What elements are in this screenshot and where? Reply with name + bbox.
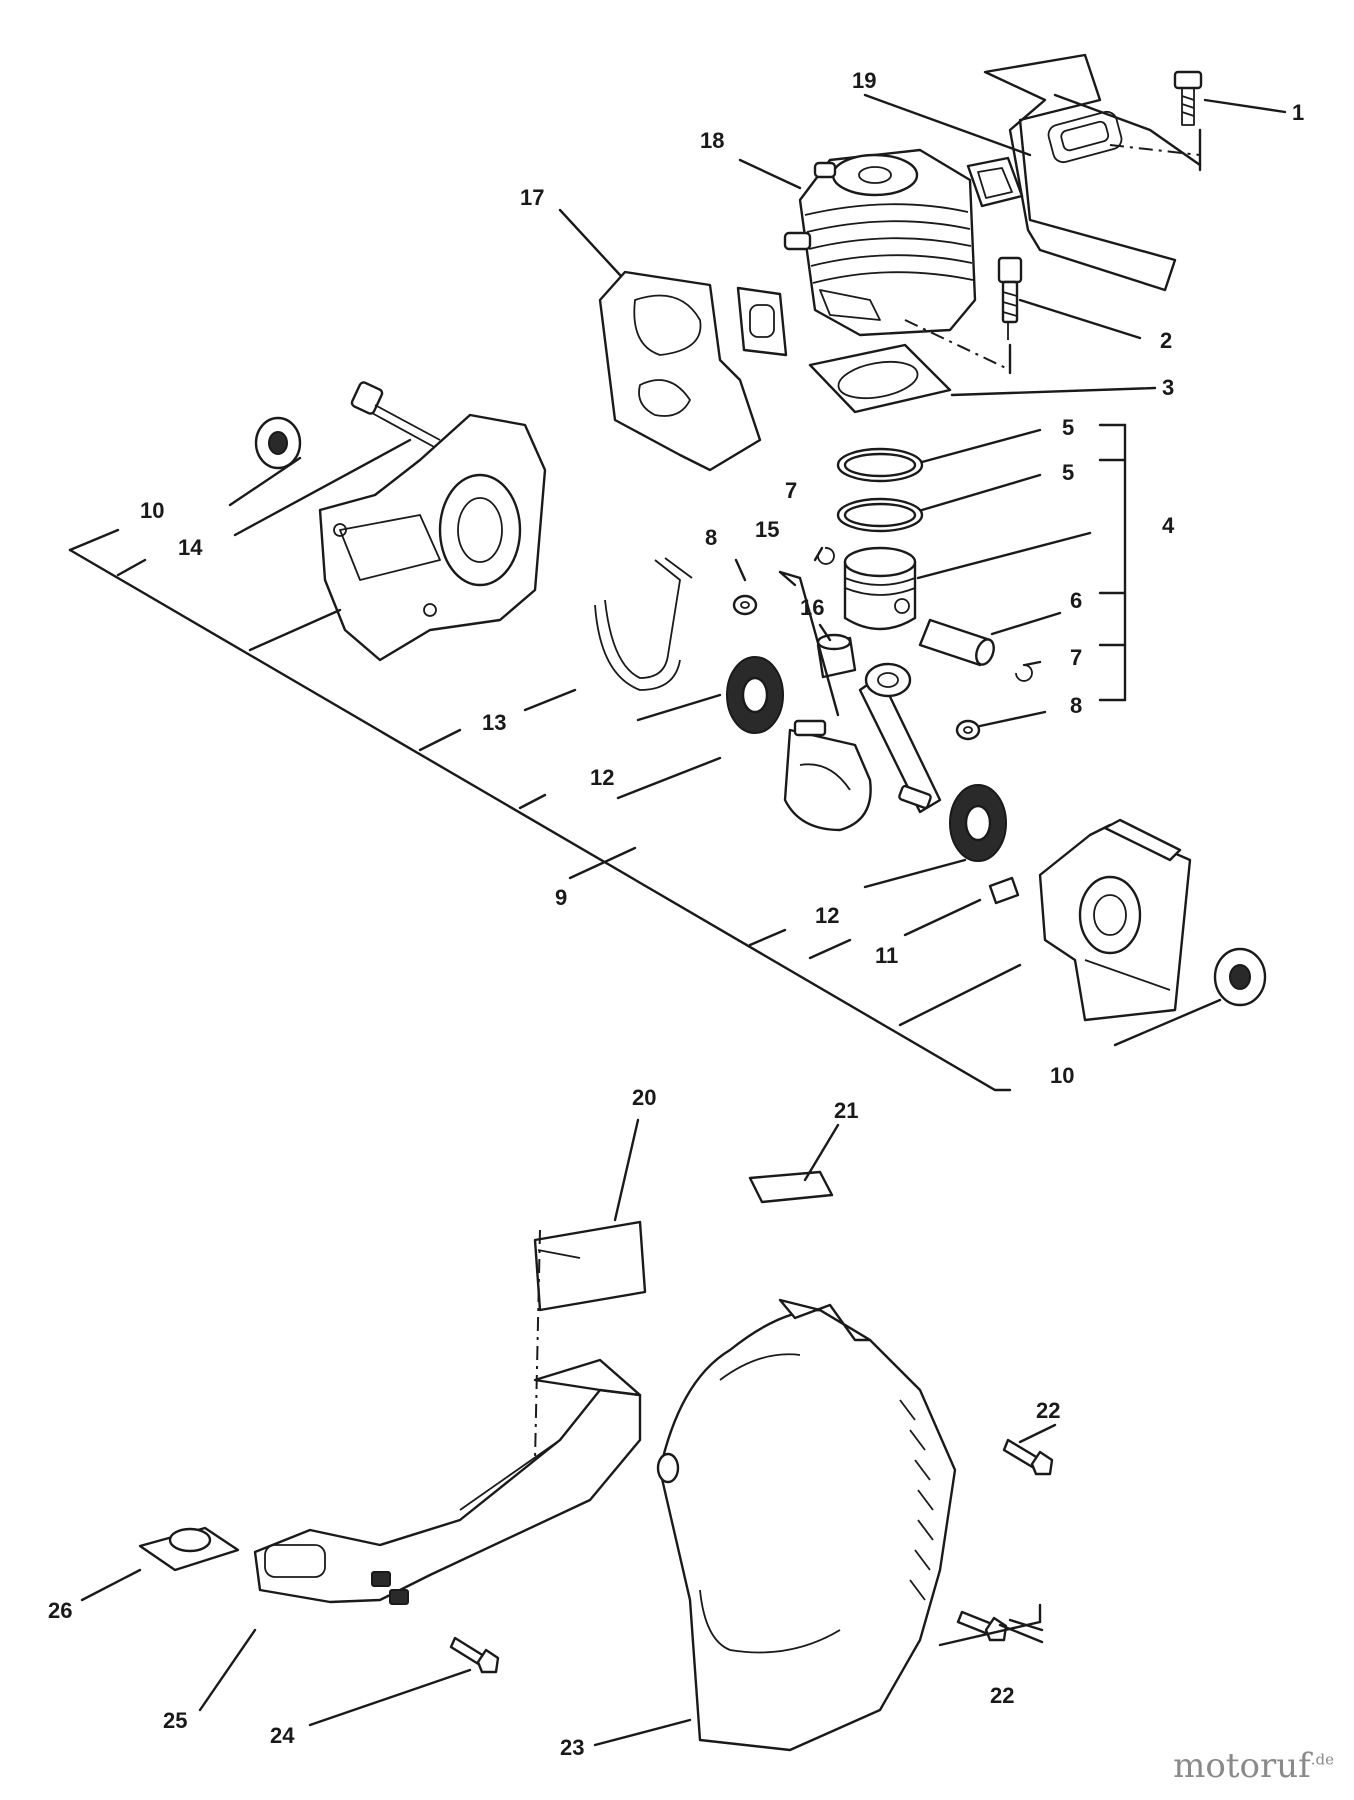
- callout-20: 20: [632, 1085, 656, 1110]
- callout-25: 25: [163, 1708, 187, 1733]
- callout-7-right: 7: [1070, 645, 1082, 670]
- part-17-insulator: [598, 270, 762, 472]
- part-13-crankcase-gasket: [594, 557, 693, 691]
- callout-1: 1: [1292, 100, 1304, 125]
- callout-7-left: 7: [785, 478, 797, 503]
- callout-10-left: 10: [140, 498, 164, 523]
- part-16-needle-bearing: [816, 633, 857, 679]
- callout-12-lower: 12: [815, 903, 839, 928]
- callout-15: 15: [755, 517, 779, 542]
- site-watermark: motoruf.de: [1173, 1746, 1334, 1786]
- callout-4: 4: [1162, 513, 1175, 538]
- callout-26: 26: [48, 1598, 72, 1623]
- part-5-piston-rings: [836, 447, 924, 533]
- part-4-piston: [843, 546, 917, 631]
- part-7-circlips: [817, 547, 1033, 682]
- part-14-bolt: [350, 381, 441, 449]
- part-26-foam-pad: [138, 1526, 240, 1572]
- part-3-base-gasket: [808, 343, 952, 414]
- callout-12-upper: 12: [590, 765, 614, 790]
- part-illustrations: [138, 53, 1267, 1752]
- part-muffler-gasket: [966, 156, 1024, 208]
- watermark-tld: .de: [1310, 1750, 1334, 1769]
- callout-24: 24: [270, 1723, 295, 1748]
- callout-8-left: 8: [705, 525, 717, 550]
- callout-14: 14: [178, 535, 203, 560]
- callout-9: 9: [555, 885, 567, 910]
- part-9-crankcase-right: [1038, 818, 1192, 1022]
- part-19-heat-shield: [983, 53, 1177, 292]
- callout-10-right: 10: [1050, 1063, 1074, 1088]
- part-20-decal: [533, 1220, 647, 1312]
- callout-21: 21: [834, 1098, 858, 1123]
- callout-23: 23: [560, 1735, 584, 1760]
- callout-2: 2: [1160, 328, 1172, 353]
- callout-13: 13: [482, 710, 506, 735]
- callout-8-right: 8: [1070, 693, 1082, 718]
- part-22-screws: [956, 1438, 1054, 1642]
- part-21-label: [748, 1170, 834, 1204]
- part-12-ball-bearings: [726, 656, 1007, 862]
- callout-17: 17: [520, 185, 544, 210]
- part-intake-gasket: [736, 286, 788, 357]
- part-8-washers: [732, 594, 981, 741]
- leader-lines: [68, 93, 1287, 1747]
- callout-18: 18: [700, 128, 724, 153]
- part-11-dowel-pin: [988, 876, 1020, 905]
- part-15-crankshaft: [783, 662, 942, 832]
- part-6-piston-pin: [918, 618, 995, 667]
- callout-11: 11: [875, 943, 898, 968]
- part-24-screw: [449, 1636, 500, 1674]
- callout-3: 3: [1162, 375, 1174, 400]
- part-23-engine-cover: [656, 1298, 957, 1752]
- callout-22-lower: 22: [990, 1683, 1014, 1708]
- callout-19: 19: [852, 68, 876, 93]
- part-2-spark-plug: [997, 256, 1023, 340]
- part-10-oil-seals: [254, 416, 1267, 1007]
- part-18-cylinder: [783, 148, 977, 337]
- part-9-crankcase-left: [318, 413, 547, 662]
- callout-6: 6: [1070, 588, 1082, 613]
- callout-numbers: 1 2 3 4 5 5 6 7 7 8 8 9 10 10 11 12 12 1…: [48, 68, 1304, 1760]
- part-1-bolt: [1173, 70, 1203, 126]
- callout-16: 16: [800, 595, 824, 620]
- callout-22-upper: 22: [1036, 1398, 1060, 1423]
- callout-5-upper: 5: [1062, 415, 1074, 440]
- watermark-brand: motoruf: [1173, 1746, 1311, 1786]
- part-25-lower-cover: [253, 1358, 642, 1605]
- callout-5-lower: 5: [1062, 460, 1074, 485]
